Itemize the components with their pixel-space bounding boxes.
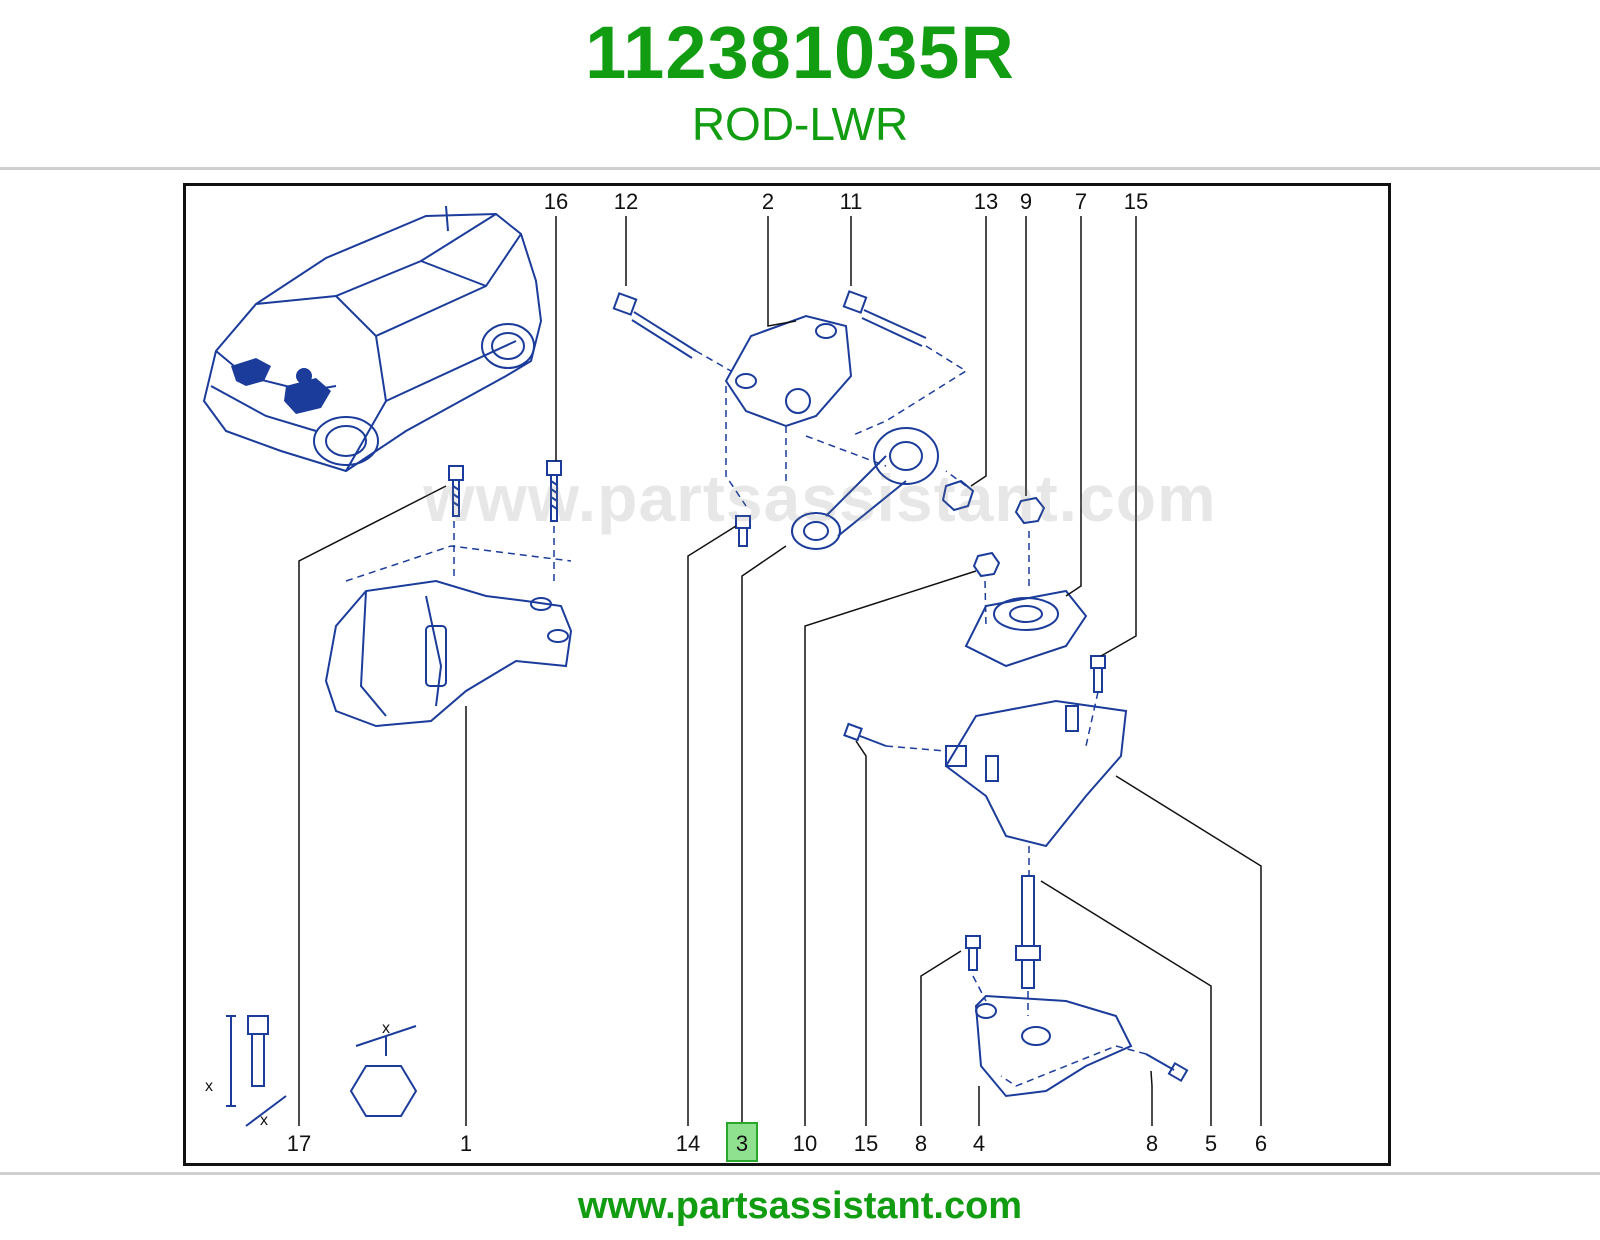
footer-divider: [0, 1172, 1600, 1175]
vehicle-illustration: [202, 205, 543, 473]
callout-13[interactable]: 13: [973, 189, 999, 214]
bolt-16: [546, 460, 562, 522]
callout-15-bottom[interactable]: 15: [853, 1131, 879, 1156]
callout-8-right[interactable]: 8: [1145, 1131, 1159, 1156]
header: 112381035R ROD-LWR: [0, 0, 1600, 168]
callout-10[interactable]: 10: [792, 1131, 818, 1156]
callout-4[interactable]: 4: [972, 1131, 986, 1156]
callout-15-top[interactable]: 15: [1123, 189, 1149, 214]
support-bracket-4: [974, 994, 1133, 1098]
lower-torque-rod-3: [791, 427, 939, 550]
callout-11[interactable]: 11: [839, 189, 863, 214]
bolt-12: [612, 292, 697, 359]
part-number: 112381035R: [585, 11, 1015, 94]
callout-8-left[interactable]: 8: [914, 1131, 928, 1156]
nut-9: [1014, 496, 1046, 525]
mount-bracket-2: [724, 314, 853, 428]
mount-bracket-1: [324, 579, 573, 728]
gearbox-bracket-6: [944, 699, 1128, 848]
bolt-8-lower: [1145, 1053, 1189, 1083]
nut-13: [941, 479, 975, 512]
callout-14[interactable]: 14: [675, 1131, 701, 1156]
callout-5[interactable]: 5: [1204, 1131, 1218, 1156]
callout-3-highlighted[interactable]: 3: [726, 1122, 758, 1162]
bolt-15-bottom: [843, 722, 887, 747]
header-divider: [0, 167, 1600, 170]
bolt-dimension-symbol: [226, 1015, 287, 1127]
dimension-x-nut: x: [382, 1020, 390, 1037]
dimension-x-bolt-vertical: x: [205, 1078, 213, 1095]
callout-6[interactable]: 6: [1254, 1131, 1268, 1156]
callout-9[interactable]: 9: [1019, 189, 1033, 214]
stud-5: [1015, 875, 1041, 989]
callout-1[interactable]: 1: [459, 1131, 473, 1156]
bolt-8-upper: [965, 935, 981, 971]
callout-16[interactable]: 16: [543, 189, 569, 214]
callout-7[interactable]: 7: [1074, 189, 1088, 214]
bolt-17: [448, 465, 464, 517]
callout-12[interactable]: 12: [613, 189, 639, 214]
callout-17[interactable]: 17: [286, 1131, 312, 1156]
dimension-x-bolt-horizontal: x: [260, 1112, 268, 1129]
nut-10: [972, 551, 1001, 578]
callout-2[interactable]: 2: [761, 189, 775, 214]
bolt-15-top: [1090, 655, 1106, 693]
bolt-11: [842, 290, 927, 347]
diagram-drawing: [202, 205, 1262, 1127]
exploded-parts-diagram: 16 12 2 11 13 9 7 15 17 1 14 3 10 15 8 4…: [183, 183, 1391, 1166]
bolt-14: [735, 515, 751, 547]
footer-url[interactable]: www.partsassistant.com: [577, 1185, 1023, 1227]
nut-dimension-symbol: [349, 1025, 418, 1117]
part-name: ROD-LWR: [691, 98, 909, 150]
engine-mount-7: [964, 589, 1088, 668]
